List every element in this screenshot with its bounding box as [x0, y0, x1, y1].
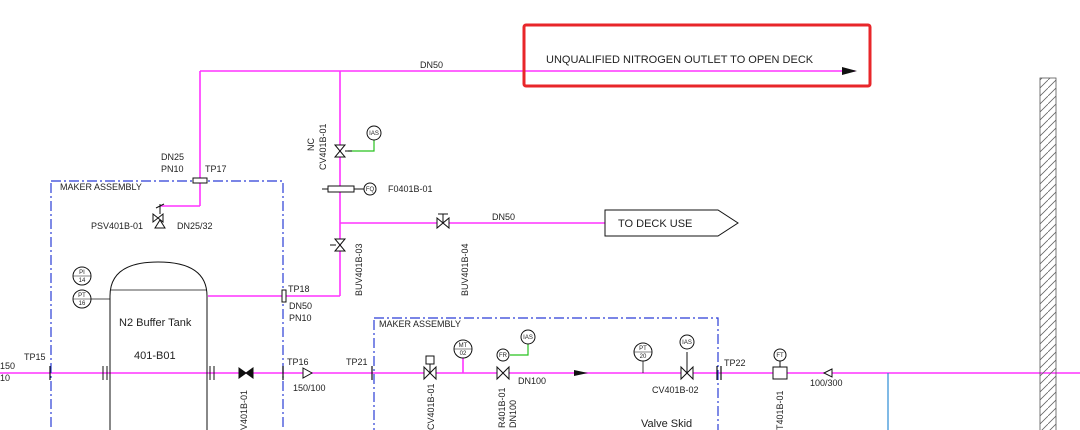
- hatched-bulkhead: [1039, 77, 1057, 430]
- label-av401b-01: V401B-01: [239, 390, 249, 430]
- pi-14-num: 14: [79, 278, 86, 284]
- pt-20-num: 20: [640, 354, 647, 360]
- mt-02-code: MT: [459, 343, 468, 349]
- spool-tp18: [281, 289, 287, 303]
- label-dn25: DN25: [161, 152, 184, 162]
- fq-text: FQ: [366, 187, 375, 193]
- ball-valve-buv401b-03[interactable]: [330, 238, 347, 252]
- label-r401b-01: R401B-01: [497, 387, 507, 428]
- spool-tp17: [192, 177, 208, 184]
- pt-20-code: PT: [639, 346, 647, 352]
- callout-text: UNQUALIFIED NITROGEN OUTLET TO OPEN DECK: [546, 54, 814, 66]
- label-pn10-top: PN10: [161, 164, 184, 174]
- control-valve-cv401b-01[interactable]: [333, 144, 352, 158]
- instrument-ias-2[interactable]: IAS: [520, 329, 536, 345]
- ias-3-text: IAS: [682, 340, 692, 346]
- label-dn50-top: DN50: [420, 60, 443, 70]
- pi-14-code: PI: [79, 270, 85, 276]
- ft-text: FT: [776, 353, 784, 359]
- maker-assembly-box-1: [50, 180, 284, 430]
- instrument-fq[interactable]: FQ: [363, 182, 377, 196]
- control-valve-cv401b-02[interactable]: [680, 352, 694, 381]
- label-cv401b-02: CV401B-02: [652, 385, 699, 395]
- label-buv401b-04: BUV401B-04: [460, 243, 470, 296]
- instrument-ias-3[interactable]: IAS: [679, 334, 695, 350]
- label-cv401b-01: CV401B-01: [318, 123, 328, 170]
- label-10: 10: [0, 373, 10, 383]
- label-dn25-32: DN25/32: [177, 221, 213, 231]
- tank-vessel: [109, 261, 208, 430]
- pt-16-num: 16: [79, 301, 86, 307]
- maker-assembly-label-1: MAKER ASSEMBLY: [60, 182, 142, 192]
- label-buv401b-03: BUV401B-03: [354, 243, 364, 296]
- label-tp18: TP18: [288, 284, 310, 294]
- label-valve-skid: Valve Skid: [641, 418, 692, 430]
- outlet-arrow-icon: [842, 67, 857, 75]
- maker-assembly-label-2: MAKER ASSEMBLY: [379, 319, 461, 329]
- mt-02-num: 02: [460, 351, 467, 357]
- label-tp17: TP17: [205, 164, 227, 174]
- pipes: [0, 70, 1080, 374]
- label-dn50-tp18: DN50: [289, 301, 312, 311]
- ias-1-text: IAS: [369, 131, 379, 137]
- tank-title: N2 Buffer Tank: [119, 317, 192, 329]
- instrument-mt-02[interactable]: MT 02: [453, 339, 473, 359]
- flow-element-f0401b-01[interactable]: [322, 185, 364, 193]
- label-t401b-01: T401B-01: [775, 390, 785, 430]
- label-nc: NC: [306, 138, 316, 151]
- instrument-pi-14[interactable]: PI 14: [72, 266, 92, 286]
- pt-16-code: PT: [78, 293, 86, 299]
- label-tp22: TP22: [724, 358, 746, 368]
- label-tp21: TP21: [346, 357, 368, 367]
- label-100-300: 100/300: [810, 378, 843, 388]
- maker-assembly-box-2: [373, 317, 719, 430]
- valve-r401b-01[interactable]: [496, 365, 510, 381]
- fr-text: FR: [499, 353, 508, 359]
- label-dn50-mid: DN50: [492, 212, 515, 222]
- label-psv: PSV401B-01: [91, 221, 143, 231]
- instrument-pt-20[interactable]: PT 20: [633, 342, 653, 373]
- signal-lines: [348, 139, 529, 356]
- ball-valve-buv401b-04[interactable]: [436, 213, 450, 230]
- reducer-100-300: [822, 368, 833, 378]
- to-deck-use-label: TO DECK USE: [618, 218, 692, 230]
- flow-transmitter-t401b-01[interactable]: [772, 361, 788, 380]
- instrument-pt-16[interactable]: PT 16: [72, 289, 110, 309]
- valve-av401b-01[interactable]: [238, 367, 254, 379]
- flow-arrow-icon: [574, 370, 588, 376]
- label-150-100: 150/100: [293, 383, 326, 393]
- reducer-150-100: [302, 367, 314, 379]
- ias-2-text: IAS: [523, 335, 533, 341]
- label-pn10-tp18: PN10: [289, 313, 312, 323]
- tag-arrow-shape: [604, 209, 739, 237]
- instrument-ft[interactable]: FT: [773, 348, 787, 362]
- label-f0401b-01: F0401B-01: [388, 184, 433, 194]
- instrument-ias-1[interactable]: IAS: [366, 125, 382, 141]
- instrument-fr[interactable]: FR: [496, 348, 510, 362]
- n2-buffer-tank[interactable]: N2 Buffer Tank 401-B01: [109, 261, 208, 430]
- label-cv401b-01-v: CV401B-01: [426, 383, 436, 430]
- to-deck-use-tag[interactable]: TO DECK USE: [604, 209, 739, 237]
- label-dn100-v: DN100: [508, 400, 518, 428]
- safety-valve-psv401b-01[interactable]: [152, 203, 166, 229]
- label-dn100: DN100: [518, 376, 546, 386]
- label-tp16: TP16: [287, 357, 309, 367]
- valve-cv401b-01-bottom[interactable]: [423, 355, 437, 381]
- outlet-callout: UNQUALIFIED NITROGEN OUTLET TO OPEN DECK: [522, 23, 872, 88]
- label-150: 150: [0, 361, 15, 371]
- tank-tag: 401-B01: [134, 350, 176, 362]
- label-tp15: TP15: [24, 352, 46, 362]
- callout-border: [522, 23, 872, 88]
